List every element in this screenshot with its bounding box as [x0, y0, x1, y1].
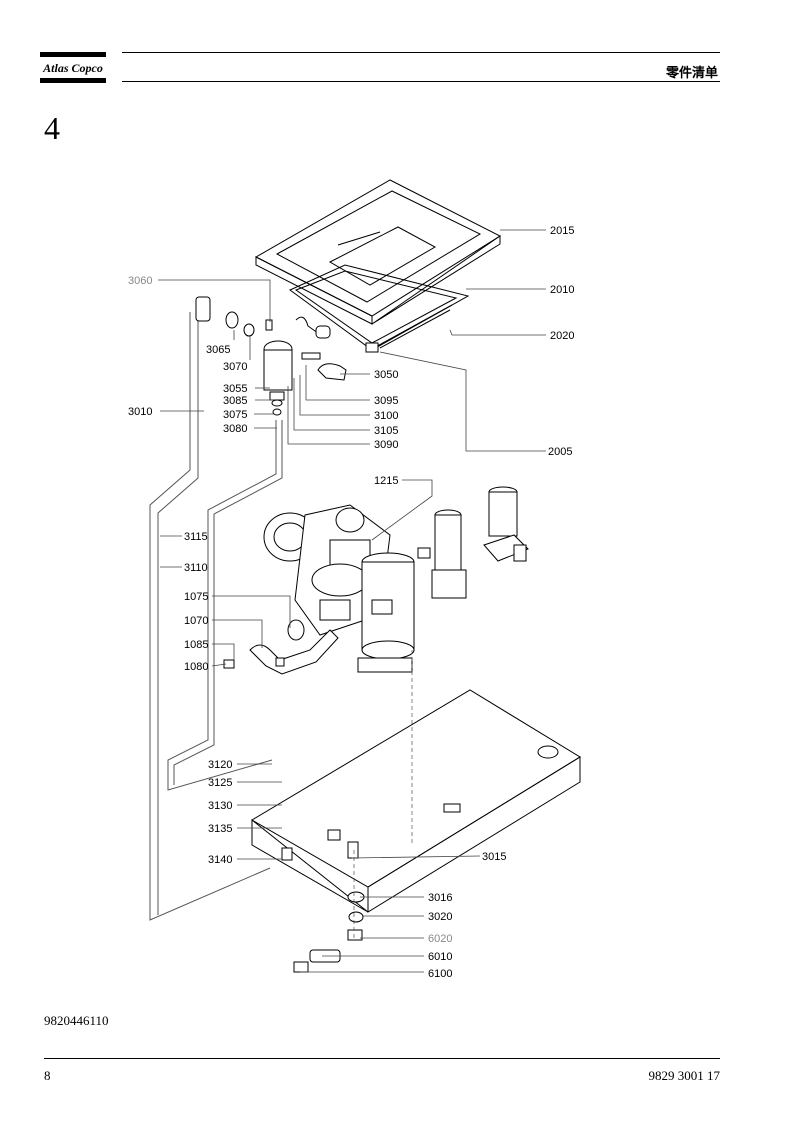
callout-3020: 3020 [428, 911, 452, 923]
callout-1085: 1085 [184, 639, 208, 651]
frame-assembly [289, 264, 470, 353]
hose-routing [149, 312, 283, 921]
callout-2005: 2005 [548, 446, 572, 458]
callout-3090: 3090 [374, 439, 398, 451]
callout-3105: 3105 [374, 425, 398, 437]
header-rule-bottom [122, 81, 720, 82]
callout-2020: 2020 [550, 330, 574, 342]
callout-3135: 3135 [208, 823, 232, 835]
callout-1070: 1070 [184, 615, 208, 627]
callout-1080: 1080 [184, 661, 208, 673]
callout-3125: 3125 [208, 777, 232, 789]
logo-wordmark: Atlas Copco [42, 61, 103, 75]
callout-3010: 3010 [128, 406, 152, 418]
header-rule-top [122, 52, 720, 53]
callout-3070: 3070 [223, 361, 247, 373]
separator-tank [357, 552, 415, 673]
section-number: 4 [44, 110, 60, 146]
drawing-number: 9820446110 [44, 1013, 109, 1028]
callout-3065: 3065 [206, 344, 230, 356]
leader-lines [158, 229, 546, 973]
callout-3080: 3080 [223, 423, 247, 435]
callout-3100: 3100 [374, 410, 398, 422]
callout-2010: 2010 [550, 284, 574, 296]
callout-labels: 2015 2010 2020 3060 3065 3070 3050 3055 … [128, 225, 574, 980]
callout-3055: 3055 [223, 383, 247, 395]
callout-3130: 3130 [208, 800, 232, 812]
document-number: 9829 3001 17 [648, 1068, 721, 1083]
callout-3060: 3060 [128, 275, 152, 287]
page-number: 8 [44, 1068, 51, 1083]
filter-fittings [195, 296, 347, 416]
callout-3115: 3115 [184, 531, 208, 543]
footer-rule [44, 1058, 720, 1059]
callout-3120: 3120 [208, 759, 232, 771]
page-title: 零件清单 [665, 66, 718, 81]
callout-6100: 6100 [428, 968, 452, 980]
callout-3140: 3140 [208, 854, 232, 866]
atlas-copco-logo: Atlas Copco [40, 52, 106, 84]
base-plate [251, 689, 581, 913]
logo-bar-bottom [40, 78, 106, 83]
oil-filter-cylinders [417, 486, 529, 599]
callout-3016: 3016 [428, 892, 452, 904]
callout-3085: 3085 [223, 395, 247, 407]
callout-3095: 3095 [374, 395, 398, 407]
logo-bar-top [40, 52, 106, 57]
callout-3050: 3050 [374, 369, 398, 381]
callout-3015: 3015 [482, 851, 506, 863]
callout-2015: 2015 [550, 225, 574, 237]
callout-3110: 3110 [184, 562, 208, 574]
callout-1215: 1215 [374, 475, 398, 487]
callout-1075: 1075 [184, 591, 208, 603]
callout-6010: 6010 [428, 951, 452, 963]
top-cover-panel [254, 179, 502, 325]
discharge-pipes [223, 619, 339, 675]
callout-6020: 6020 [428, 933, 452, 945]
callout-3075: 3075 [223, 409, 247, 421]
